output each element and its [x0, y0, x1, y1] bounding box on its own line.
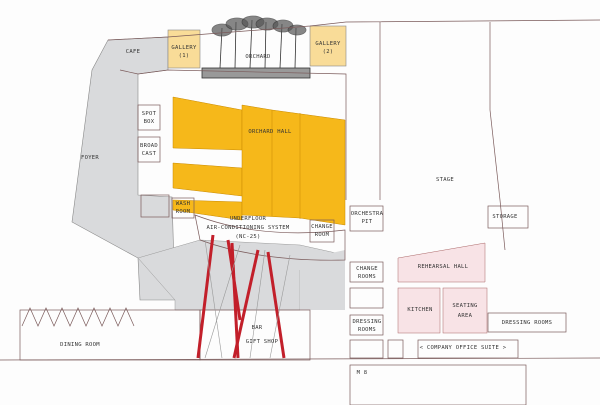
kitchen [397, 287, 441, 334]
seating-area [442, 287, 488, 334]
dressing-rooms-left-line2: ROOMS [357, 327, 377, 333]
orchestra-pit-line1: ORCHESTRA [350, 211, 384, 217]
change-room-line1: CHANGE [311, 224, 333, 230]
orchard-label: ORCHARD [245, 54, 271, 60]
cafe-label: CAFE [125, 49, 141, 55]
underfloor-label: UNDERFLOOR AIR-CONDITIONING SYSTEM (NC-25) [206, 215, 289, 242]
change-rooms-line2: ROOMS [357, 274, 377, 280]
orchard-hall-label: ORCHARD HALL [248, 129, 292, 135]
gallery-2-label: GALLERY (2) [315, 40, 340, 56]
gallery-1-label: GALLERY (1) [171, 44, 196, 60]
orchestra-pit-label: ORCHESTRA PIT [351, 210, 384, 226]
wash-room-line1: WASH [175, 201, 191, 207]
broadcast-line1: BROAD [139, 143, 159, 149]
dressing-rooms-right-label: DRESSING ROOMS [501, 320, 553, 326]
gallery-2-line1: GALLERY [315, 41, 341, 47]
change-rooms-line1: CHANGE [356, 266, 378, 272]
spot-box-label: SPOT BOX [142, 110, 156, 126]
orchard-trees [201, 15, 311, 79]
gift-shop-label: GIFT SHOP [245, 339, 279, 345]
change-room-line2: ROOM [314, 232, 330, 238]
gallery-1-line2: (1) [178, 53, 190, 59]
broadcast-label: BROAD CAST [140, 142, 158, 158]
seating-area-label: SEATING AREA [452, 301, 477, 321]
stage-label: STAGE [435, 177, 455, 183]
red-columns [196, 234, 286, 359]
gallery-1-line1: GALLERY [171, 45, 197, 51]
underfloor-line1: UNDERFLOOR [229, 216, 267, 222]
room-outlines [0, 104, 600, 405]
bar-label: BAR [251, 325, 263, 331]
broadcast-line2: CAST [141, 151, 157, 157]
wash-room-label: WASH ROOM [176, 200, 190, 216]
company-office-label: < COMPANY OFFICE SUITE > [419, 345, 507, 351]
dining-room-label: DINING ROOM [60, 342, 100, 348]
spot-box-line1: SPOT [141, 111, 157, 117]
foyer-label: FOYER [80, 155, 100, 161]
gallery-2 [309, 25, 347, 67]
white-columns [204, 239, 291, 359]
underfloor-line3: (NC-25) [235, 234, 261, 240]
orchestra-pit-line2: PIT [361, 219, 373, 225]
seating-area-line1: SEATING [452, 303, 478, 309]
m8-label: M 8 [356, 370, 368, 376]
dressing-rooms-left-label: DRESSING ROOMS [353, 318, 382, 334]
orchard-hall [172, 96, 346, 226]
change-room-label: CHANGE ROOM [311, 223, 333, 239]
dining-roof [21, 307, 135, 327]
seating-area-line2: AREA [457, 313, 473, 319]
dressing-rooms-left-line1: DRESSING [352, 319, 382, 325]
kitchen-label: KITCHEN [407, 307, 433, 313]
storage-label: STORAGE [492, 214, 518, 220]
change-rooms-label: CHANGE ROOMS [356, 265, 378, 281]
rehearsal-hall [397, 242, 486, 283]
underfloor-line2: AIR-CONDITIONING SYSTEM [206, 225, 290, 231]
wash-room-line2: ROOM [175, 209, 191, 215]
stair-grey [300, 250, 345, 310]
gallery-2-line2: (2) [322, 49, 334, 55]
spot-box-line2: BOX [143, 119, 155, 125]
rehearsal-hall-label: REHEARSAL HALL [417, 264, 469, 270]
